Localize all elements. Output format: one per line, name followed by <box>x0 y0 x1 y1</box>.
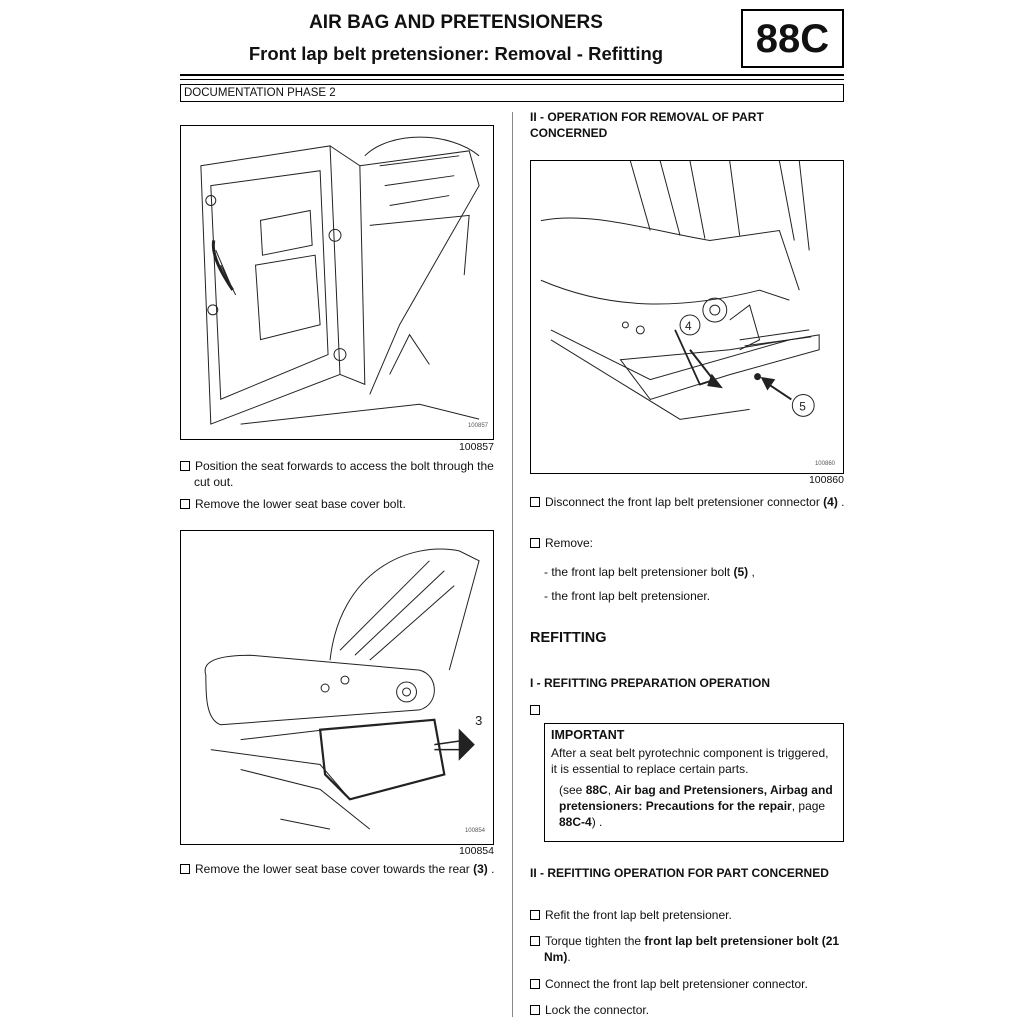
step-remove-bolt: Remove the lower seat base cover bolt. <box>180 496 510 512</box>
figure-caption: 100857 <box>458 441 494 453</box>
remove-item-bolt: - the front lap belt pretensioner bolt (… <box>544 565 755 579</box>
checkbox-bullet <box>180 461 190 471</box>
callout-3: 3 <box>475 713 482 728</box>
column-divider <box>512 112 513 1017</box>
step-torque-bolt: Torque tighten the front lap belt preten… <box>530 933 862 965</box>
pretensioner-drawing: 4 5 <box>540 161 820 420</box>
page-title: AIR BAG AND PRETENSIONERS <box>309 12 603 33</box>
checkbox-bullet <box>530 538 540 548</box>
important-title: IMPORTANT <box>551 728 625 742</box>
section-code-badge: 88C <box>741 9 844 68</box>
callout-4: 4 <box>685 319 692 333</box>
figure-small-id: 100860 <box>814 461 835 467</box>
checkbox-bullet <box>530 979 540 989</box>
callout-5: 5 <box>799 399 806 413</box>
seat-frame-drawing <box>200 136 480 425</box>
figure-small-id: 100857 <box>467 423 488 429</box>
checkbox-bullet <box>530 910 540 920</box>
checkbox-bullet <box>180 499 190 509</box>
heading-refitting-preparation: I - REFITTING PREPARATION OPERATION <box>530 676 770 690</box>
important-notice-box: IMPORTANT After a seat belt pyrotechnic … <box>544 723 844 842</box>
seat-base-drawing: 3 <box>204 548 482 830</box>
important-text: After a seat belt pyrotechnic component … <box>551 746 829 776</box>
heading-removal-operation: II - OPERATION FOR REMOVAL OF PART CONCE… <box>530 110 764 140</box>
checkbox-bullet <box>530 936 540 946</box>
page-subtitle: Front lap belt pretensioner: Removal - R… <box>248 43 664 64</box>
figure-small-id: 100854 <box>464 828 485 834</box>
heading-refitting: REFITTING <box>530 630 607 646</box>
heading-refitting-operation: II - REFITTING OPERATION FOR PART CONCER… <box>530 866 829 880</box>
step-remove: Remove: <box>530 535 862 551</box>
step-lock-connector: Lock the connector. <box>530 1002 862 1018</box>
checkbox-bullet <box>530 705 540 715</box>
remove-item-pretensioner: - the front lap belt pretensioner. <box>544 589 711 603</box>
empty-bullet <box>530 702 545 718</box>
step-position-seat: Position the seat forwards to access the… <box>180 458 510 490</box>
step-remove-cover: Remove the lower seat base cover towards… <box>180 861 510 877</box>
header-rule <box>180 74 844 76</box>
checkbox-bullet <box>180 864 190 874</box>
checkbox-bullet <box>530 497 540 507</box>
figure-pretensioner: 4 5 100860 <box>530 160 844 474</box>
step-refit-pretensioner: Refit the front lap belt pretensioner. <box>530 907 862 923</box>
step-disconnect-connector: Disconnect the front lap belt pretension… <box>530 494 862 510</box>
documentation-phase-bar: DOCUMENTATION PHASE 2 <box>180 84 844 102</box>
figure-seat-frame: 100857 <box>180 125 494 440</box>
figure-seat-base-cover: 3 100854 <box>180 530 494 845</box>
important-reference: (see 88C, Air bag and Pretensioners, Air… <box>559 783 833 829</box>
checkbox-bullet <box>530 1005 540 1015</box>
figure-caption: 100860 <box>808 474 844 486</box>
figure-caption: 100854 <box>458 845 494 857</box>
step-connect-connector: Connect the front lap belt pretensioner … <box>530 976 862 992</box>
header-rule-thin <box>180 79 844 80</box>
